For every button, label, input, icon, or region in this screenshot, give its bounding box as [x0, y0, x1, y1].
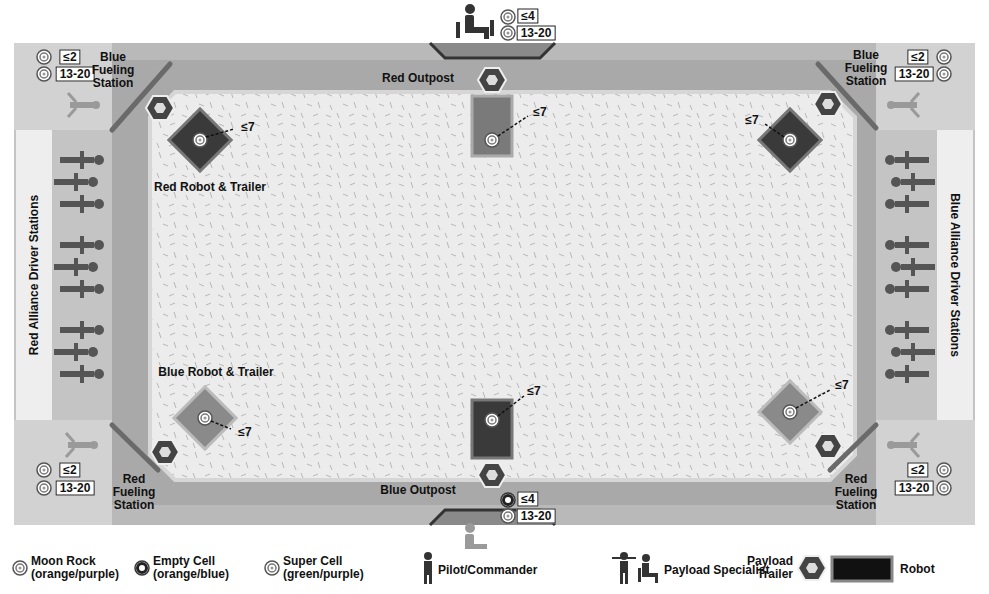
driver-station-band: Blue Alliance Driver Stations — [937, 130, 973, 420]
count-label: ≤7 — [241, 121, 254, 134]
area-label: Red Fueling Station — [106, 473, 162, 512]
count-label: ≤2 — [59, 50, 80, 65]
driver-figure — [74, 258, 78, 276]
driver-figure — [885, 199, 895, 209]
driver-figure — [94, 155, 104, 165]
driver-figure — [895, 327, 929, 333]
driver-figure — [885, 155, 895, 165]
driver-figure — [88, 347, 98, 357]
driver-figure — [895, 242, 929, 248]
area-label: Red Outpost — [382, 72, 454, 85]
driver-figure — [60, 371, 94, 377]
driver-figure — [905, 365, 909, 383]
driver-figure — [94, 369, 104, 379]
area-label: Blue Fueling Station — [838, 49, 894, 88]
count-label: 13-20 — [517, 509, 556, 524]
driver-figure — [891, 347, 901, 357]
driver-figure — [94, 284, 104, 294]
driver-figure — [911, 173, 915, 191]
driver-figure — [60, 327, 94, 333]
driver-figure — [885, 240, 895, 250]
count-label: 13-20 — [56, 67, 95, 82]
driver-figure — [54, 264, 88, 270]
area-label: Blue Outpost — [380, 484, 455, 497]
legend-text: Moon Rock (orange/purple) — [31, 555, 131, 581]
driver-figure — [80, 195, 84, 213]
driver-figure — [54, 349, 88, 355]
driver-figure — [80, 321, 84, 339]
driver-figure — [905, 236, 909, 254]
driver-figure — [901, 264, 935, 270]
driver-figure — [911, 343, 915, 361]
driver-figure — [895, 201, 929, 207]
driver-figure — [905, 280, 909, 298]
count-label: ≤7 — [527, 385, 540, 398]
count-label: 13-20 — [517, 26, 556, 41]
driver-figure — [80, 365, 84, 383]
driver-figure — [80, 151, 84, 169]
driver-figure — [885, 284, 895, 294]
area-label: Blue Fueling Station — [85, 51, 141, 90]
count-label: ≤7 — [238, 426, 251, 439]
driver-figure — [901, 349, 935, 355]
driver-figure — [905, 151, 909, 169]
driver-figure — [74, 173, 78, 191]
count-label: ≤7 — [835, 379, 848, 392]
driver-station-band: Red Alliance Driver Stations — [16, 130, 52, 420]
driver-figure — [54, 179, 88, 185]
driver-figure — [60, 242, 94, 248]
driver-figure — [60, 201, 94, 207]
driver-figure — [885, 369, 895, 379]
driver-figure — [905, 195, 909, 213]
legend-text: Payload Trailer — [731, 555, 793, 581]
count-label: 13-20 — [895, 67, 934, 82]
driver-figure — [891, 177, 901, 187]
driver-figure — [895, 371, 929, 377]
area-label: Blue Robot & Trailer — [158, 366, 273, 379]
driver-figure — [60, 286, 94, 292]
count-label: ≤7 — [745, 114, 758, 127]
driver-figure — [94, 199, 104, 209]
count-label: ≤2 — [59, 463, 80, 478]
legend-text: Robot — [900, 563, 935, 576]
driver-figure — [891, 262, 901, 272]
legend-text: Empty Cell (orange/blue) — [153, 555, 253, 581]
driver-figure — [88, 177, 98, 187]
driver-figure — [885, 325, 895, 335]
legend-text: Pilot/Commander — [438, 564, 537, 577]
band-label: Red Alliance Driver Stations — [27, 195, 41, 355]
legend-text: Super Cell (green/purple) — [283, 555, 393, 581]
driver-figure — [895, 157, 929, 163]
area-label: Red Robot & Trailer — [154, 181, 266, 194]
driver-figure — [94, 240, 104, 250]
count-label: 13-20 — [56, 481, 95, 496]
count-label: ≤4 — [517, 492, 538, 507]
driver-figure — [901, 179, 935, 185]
driver-figure — [60, 157, 94, 163]
count-label: ≤4 — [517, 9, 538, 24]
driver-figure — [88, 262, 98, 272]
count-label: ≤2 — [907, 50, 928, 65]
band-label: Blue Alliance Driver Stations — [948, 193, 962, 357]
area-label: Red Fueling Station — [828, 473, 884, 512]
driver-figure — [80, 236, 84, 254]
driver-figure — [94, 325, 104, 335]
count-label: 13-20 — [895, 481, 934, 496]
driver-figure — [895, 286, 929, 292]
driver-figure — [911, 258, 915, 276]
driver-figure — [74, 343, 78, 361]
driver-figure — [80, 280, 84, 298]
count-label: ≤2 — [907, 463, 928, 478]
driver-figure — [905, 321, 909, 339]
count-label: ≤7 — [533, 106, 546, 119]
